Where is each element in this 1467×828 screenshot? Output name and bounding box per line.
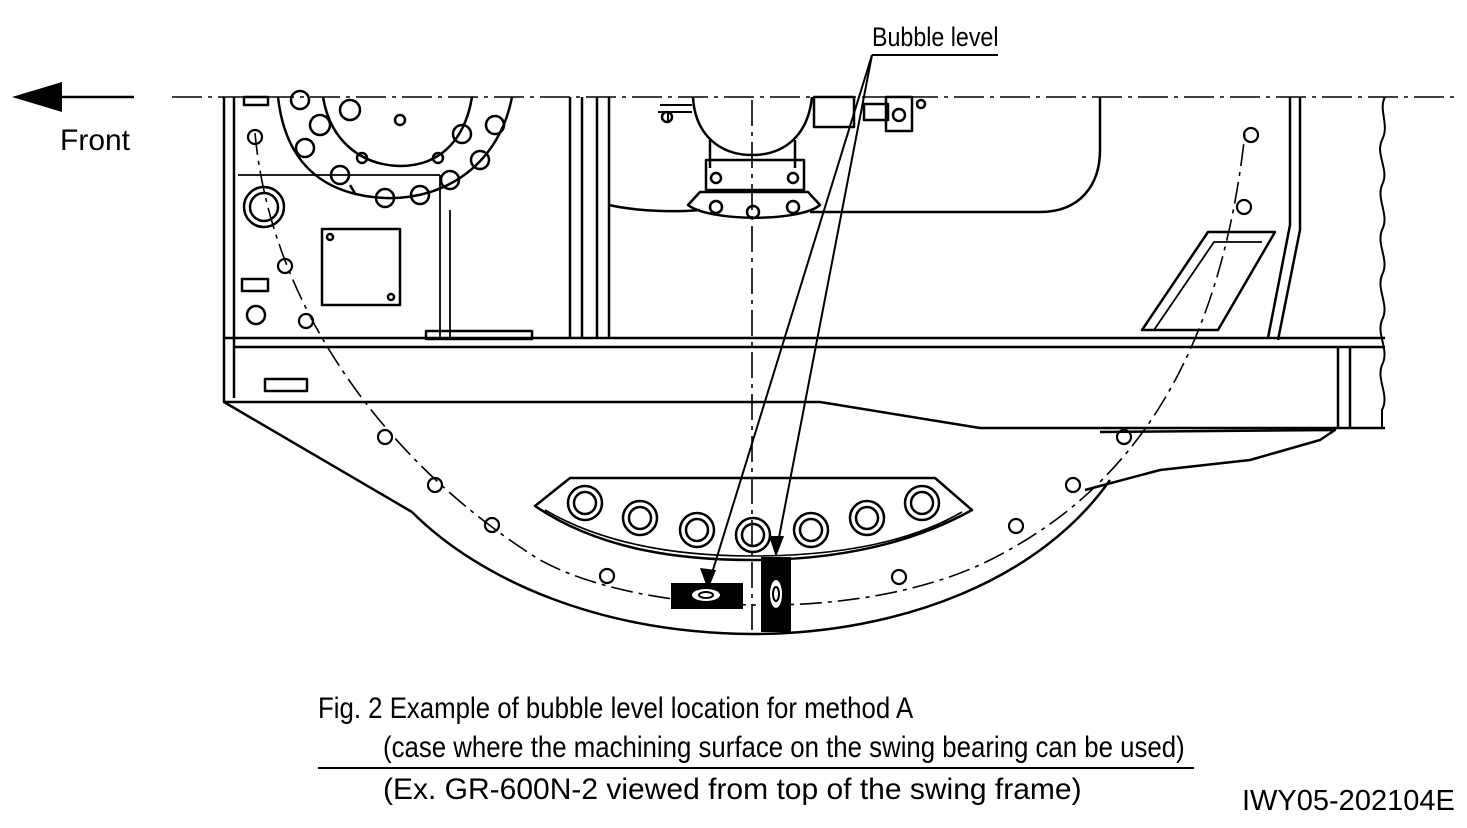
swing-bearing	[254, 132, 1246, 636]
front-label: Front	[60, 124, 131, 157]
bolt-circle-holes	[246, 126, 1260, 586]
caption-subtitle: (case where the machining surface on the…	[383, 731, 1185, 764]
swivel-joint	[658, 95, 927, 220]
document-code: IWY05-202104E	[1242, 785, 1455, 817]
center-structure	[568, 97, 1102, 338]
turntable-gear	[238, 89, 534, 393]
caption-example: (Ex. GR-600N-2 viewed from top of the sw…	[383, 773, 1082, 806]
machining-surface	[533, 476, 974, 562]
bubble-level-vertical	[761, 557, 791, 632]
frame-outline	[222, 96, 1386, 514]
front-arrow-icon	[12, 82, 134, 112]
bubble-level-leaders	[700, 54, 998, 590]
bubble-level-horizontal	[671, 583, 743, 609]
caption-title: Fig. 2 Example of bubble level location …	[318, 692, 914, 725]
bubble-level-label: Bubble level	[872, 22, 999, 52]
